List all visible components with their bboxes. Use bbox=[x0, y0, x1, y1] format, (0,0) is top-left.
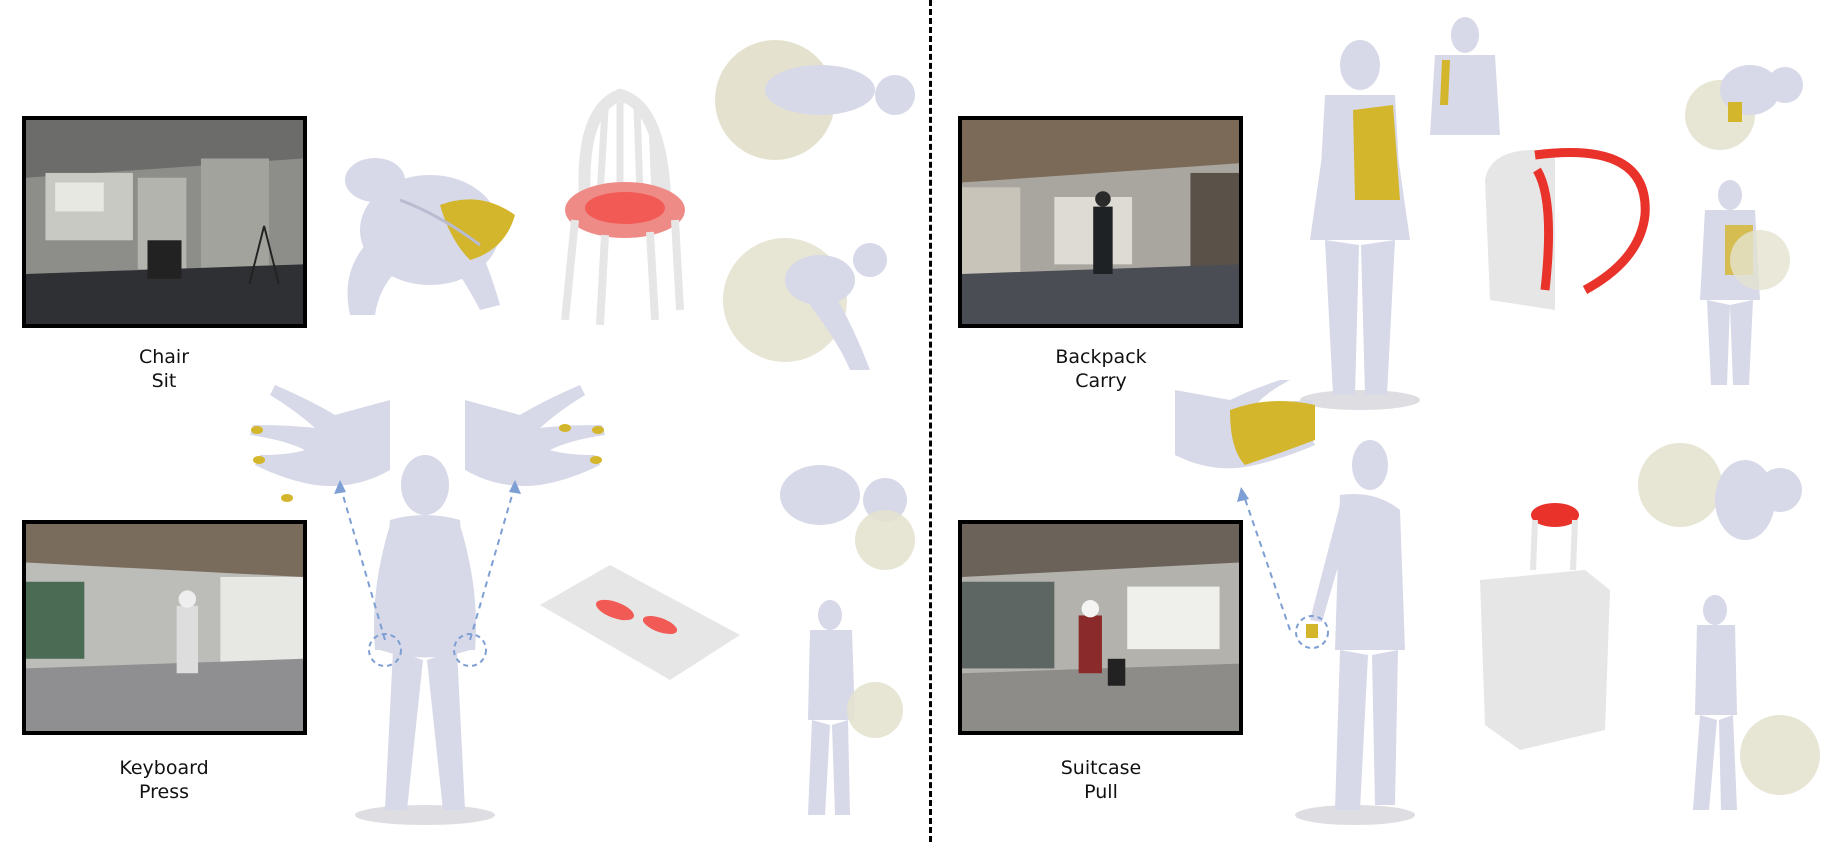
backpack-ball-top-view bbox=[1680, 50, 1805, 160]
chair-sit-body-render bbox=[330, 120, 530, 320]
suitcase-caption: Suitcase Pull bbox=[951, 756, 1251, 804]
keyboard-press-photo bbox=[22, 520, 307, 735]
chair-action-label: Sit bbox=[151, 370, 177, 392]
suitcase-pull-photo bbox=[958, 520, 1243, 735]
suitcase-point-cloud bbox=[1475, 500, 1610, 750]
left-hand-render bbox=[245, 380, 390, 505]
suitcase-hand-render bbox=[1175, 380, 1320, 505]
backpack-caption: Backpack Carry bbox=[951, 345, 1251, 393]
backpack-carry-body-render bbox=[1295, 40, 1425, 410]
center-divider bbox=[929, 0, 932, 842]
keyboard-ball-side-view bbox=[780, 600, 910, 825]
keyboard-action-label: Press bbox=[138, 781, 189, 803]
backpack-carry-photo bbox=[958, 116, 1243, 328]
suitcase-ball-side-view bbox=[1675, 595, 1825, 820]
keyboard-press-body-render bbox=[345, 450, 505, 825]
chair-object-label: Chair bbox=[138, 346, 190, 368]
suitcase-action-label: Pull bbox=[1084, 781, 1118, 803]
keyboard-caption: Keyboard Press bbox=[14, 756, 314, 804]
suitcase-hand-arrow bbox=[1237, 487, 1291, 631]
chair-sit-photo bbox=[22, 116, 307, 328]
keyboard-ball-top-view bbox=[760, 455, 920, 575]
suitcase-pull-body-render bbox=[1290, 440, 1420, 825]
chair-ball-side-view bbox=[720, 235, 910, 375]
keyboard-hand-arrows bbox=[334, 480, 521, 641]
chair-ball-top-view bbox=[715, 35, 925, 165]
keyboard-point-cloud bbox=[540, 565, 740, 685]
chair-point-cloud bbox=[550, 80, 690, 330]
backpack-object-label: Backpack bbox=[1055, 346, 1147, 368]
suitcase-ball-top-view bbox=[1635, 440, 1805, 565]
backpack-point-cloud bbox=[1475, 140, 1655, 315]
suitcase-object-label: Suitcase bbox=[1060, 757, 1142, 779]
keyboard-object-label: Keyboard bbox=[119, 757, 209, 779]
backpack-action-label: Carry bbox=[1075, 370, 1127, 392]
right-hand-render bbox=[465, 380, 610, 505]
backpack-front-body-small bbox=[1420, 15, 1510, 135]
backpack-ball-side-view bbox=[1675, 180, 1795, 395]
chair-caption: Chair Sit bbox=[14, 345, 314, 393]
